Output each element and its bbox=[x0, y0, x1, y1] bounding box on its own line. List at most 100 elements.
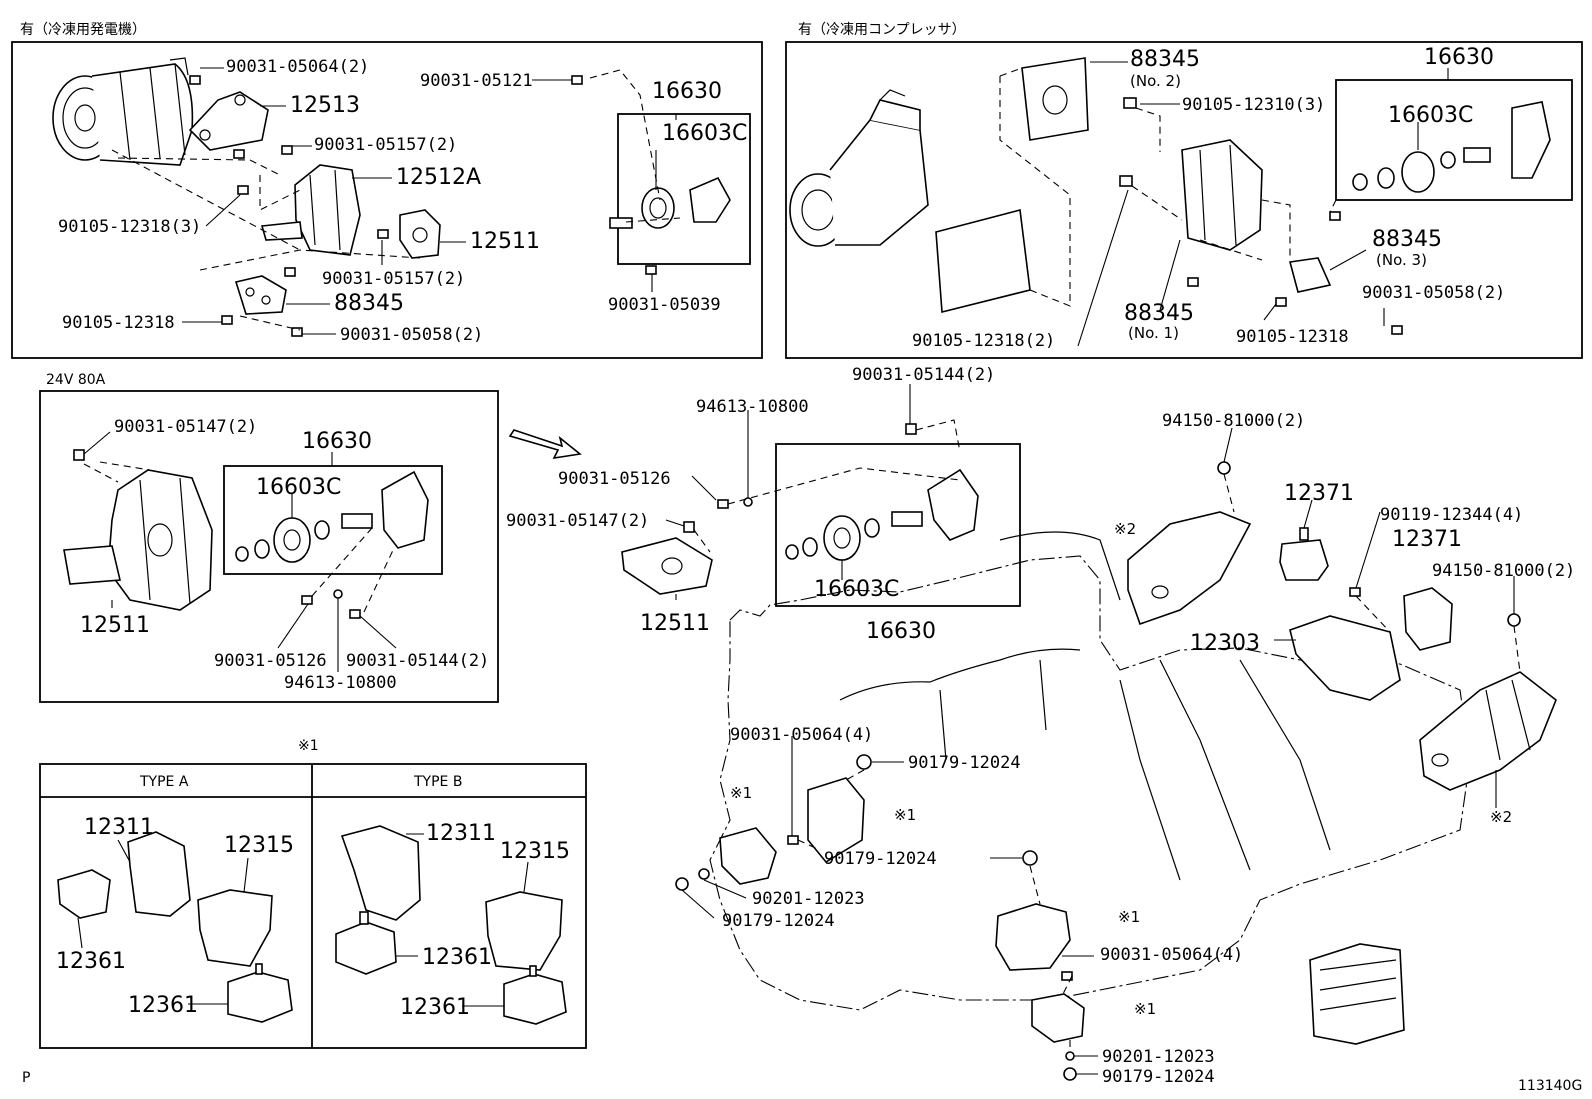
idler-pulley-main-illustration bbox=[775, 443, 1021, 607]
alternator-leader-lines bbox=[182, 67, 677, 335]
comp-label-90105-12310: 90105-12310(3) bbox=[1182, 95, 1325, 115]
bracket-12511-24v-illustration bbox=[63, 469, 213, 611]
v24-label-94613-10800: 94613-10800 bbox=[284, 673, 397, 693]
alt-label-16603c: 16603C bbox=[662, 121, 747, 146]
bracket-12511-main-illustration bbox=[621, 537, 713, 595]
main-note-x1-a: ※1 bbox=[730, 784, 752, 802]
main-label-90201-12023-a: 90201-12023 bbox=[752, 889, 865, 909]
v24-bolts bbox=[73, 449, 361, 619]
plate-large-illustration bbox=[935, 208, 1031, 314]
idler-pulley-24v-illustration bbox=[223, 465, 443, 575]
mount-bracket-left-illustration bbox=[1127, 511, 1252, 626]
type-a-label-12311: 12311 bbox=[84, 815, 154, 840]
page-mark: P bbox=[22, 1070, 30, 1086]
v24-dashed-guides bbox=[83, 461, 395, 613]
type-a-mounts-illustration bbox=[57, 831, 293, 1023]
type-b-heading: TYPE B bbox=[413, 774, 462, 790]
crossmember-12303-illustration bbox=[1289, 615, 1401, 701]
comp-label-no1: (No. 1) bbox=[1128, 324, 1179, 342]
v24-leader-lines bbox=[83, 431, 397, 672]
bracket-12511-illustration bbox=[399, 209, 441, 259]
main-note-x1-b: ※1 bbox=[894, 806, 916, 824]
engine-mount-12371-left-illustration bbox=[1279, 527, 1329, 581]
v24-label-90031-05147: 90031-05147(2) bbox=[114, 417, 257, 437]
transmission-illustration bbox=[1309, 943, 1405, 1045]
alternator-bolts bbox=[189, 75, 657, 337]
comp-label-no2: (No. 2) bbox=[1130, 72, 1181, 90]
type-table-note: ※1 bbox=[298, 738, 319, 754]
comp-label-90031-05058: 90031-05058(2) bbox=[1362, 283, 1505, 303]
idler-pulley-compressor-illustration bbox=[1335, 79, 1573, 201]
engine-block-outline bbox=[709, 531, 1471, 1011]
alt-label-12512a: 12512A bbox=[396, 165, 481, 190]
alt-label-90105-12318: 90105-12318 bbox=[62, 313, 175, 333]
type-b-label-12315: 12315 bbox=[500, 839, 570, 864]
alternator-section-title: 有（冷凍用発電機） bbox=[20, 22, 146, 38]
v24-section-title: 24V 80A bbox=[46, 372, 106, 388]
comp-label-88345-no3: 88345 bbox=[1372, 227, 1442, 252]
main-label-90179-12024-a: 90179-12024 bbox=[908, 753, 1021, 773]
alt-label-90105-12318-3: 90105-12318(3) bbox=[58, 217, 201, 237]
comp-label-90105-12318: 90105-12318 bbox=[1236, 327, 1349, 347]
mount-type-table bbox=[39, 763, 587, 1049]
v24-label-90031-05126: 90031-05126 bbox=[214, 651, 327, 671]
front-mounts-illustration bbox=[719, 777, 1085, 1043]
bracket-88345-no1-illustration bbox=[1181, 139, 1263, 251]
v24-label-16603c: 16603C bbox=[256, 475, 341, 500]
alt-label-90031-05058: 90031-05058(2) bbox=[340, 325, 483, 345]
refrigeration-compressor-illustration bbox=[789, 89, 929, 247]
idler-pulley-16603c-illustration bbox=[609, 113, 751, 265]
engine-mount-12371-right-illustration bbox=[1403, 587, 1453, 651]
type-a-label-12361-a: 12361 bbox=[56, 949, 126, 974]
alt-label-12511: 12511 bbox=[470, 229, 540, 254]
comp-label-16630: 16630 bbox=[1424, 45, 1494, 70]
main-label-90031-05144: 90031-05144(2) bbox=[852, 365, 995, 385]
v24-label-12511: 12511 bbox=[80, 613, 150, 638]
alt-label-90031-05064: 90031-05064(2) bbox=[226, 57, 369, 77]
main-label-90201-12023-b: 90201-12023 bbox=[1102, 1047, 1215, 1067]
alt-label-90031-05039: 90031-05039 bbox=[608, 295, 721, 315]
comp-label-no3: (No. 3) bbox=[1376, 251, 1427, 269]
compressor-dashed-guides bbox=[999, 67, 1337, 307]
type-a-heading: TYPE A bbox=[139, 774, 189, 790]
main-dashed-guides bbox=[693, 419, 1521, 1050]
alt-label-90031-05121: 90031-05121 bbox=[420, 71, 533, 91]
type-a-label-12361-b: 12361 bbox=[128, 993, 198, 1018]
main-label-16630: 16630 bbox=[866, 619, 936, 644]
refrigeration-alternator-illustration bbox=[52, 57, 194, 166]
main-note-x2-right: ※2 bbox=[1490, 808, 1512, 826]
main-label-90031-05126: 90031-05126 bbox=[558, 469, 671, 489]
comp-label-88345-no1: 88345 bbox=[1124, 301, 1194, 326]
mount-bracket-right-illustration bbox=[1419, 671, 1557, 791]
v24-section-frame bbox=[39, 390, 499, 703]
compressor-section-frame bbox=[785, 41, 1583, 359]
v24-label-16630: 16630 bbox=[302, 429, 372, 454]
compressor-section-title: 有（冷凍用コンプレッサ） bbox=[798, 22, 966, 38]
type-b-label-12361-a: 12361 bbox=[422, 945, 492, 970]
figure-id: 113140G bbox=[1518, 1078, 1582, 1094]
direction-arrow bbox=[508, 429, 582, 460]
type-a-label-12315: 12315 bbox=[224, 833, 294, 858]
main-label-90119-12344: 90119-12344(4) bbox=[1380, 505, 1523, 525]
type-b-label-12361-b: 12361 bbox=[400, 995, 470, 1020]
main-bolts-and-nuts bbox=[675, 423, 1521, 1081]
comp-label-88345-no2: 88345 bbox=[1130, 47, 1200, 72]
main-label-90179-12024-c: 90179-12024 bbox=[722, 911, 835, 931]
comp-label-90105-12318-2: 90105-12318(2) bbox=[912, 331, 1055, 351]
plate-88345-illustration bbox=[234, 275, 287, 315]
alt-label-16630: 16630 bbox=[652, 79, 722, 104]
alternator-dashed-guides bbox=[111, 69, 681, 331]
main-label-90179-12024-d: 90179-12024 bbox=[1102, 1067, 1215, 1087]
type-b-mounts-illustration bbox=[335, 825, 567, 1025]
main-label-90179-12024-b: 90179-12024 bbox=[824, 849, 937, 869]
comp-label-16603c: 16603C bbox=[1388, 103, 1473, 128]
alternator-section-frame bbox=[11, 41, 763, 359]
main-label-94150-81000-a: 94150-81000(2) bbox=[1162, 411, 1305, 431]
bracket-12512a-illustration bbox=[260, 164, 361, 256]
v24-label-90031-05144: 90031-05144(2) bbox=[346, 651, 489, 671]
main-leader-lines bbox=[665, 384, 1515, 1075]
main-label-16603c: 16603C bbox=[814, 577, 899, 602]
alt-label-90031-05157-a: 90031-05157(2) bbox=[314, 135, 457, 155]
compressor-bolts bbox=[1119, 97, 1403, 335]
main-label-94613-10800: 94613-10800 bbox=[696, 397, 809, 417]
